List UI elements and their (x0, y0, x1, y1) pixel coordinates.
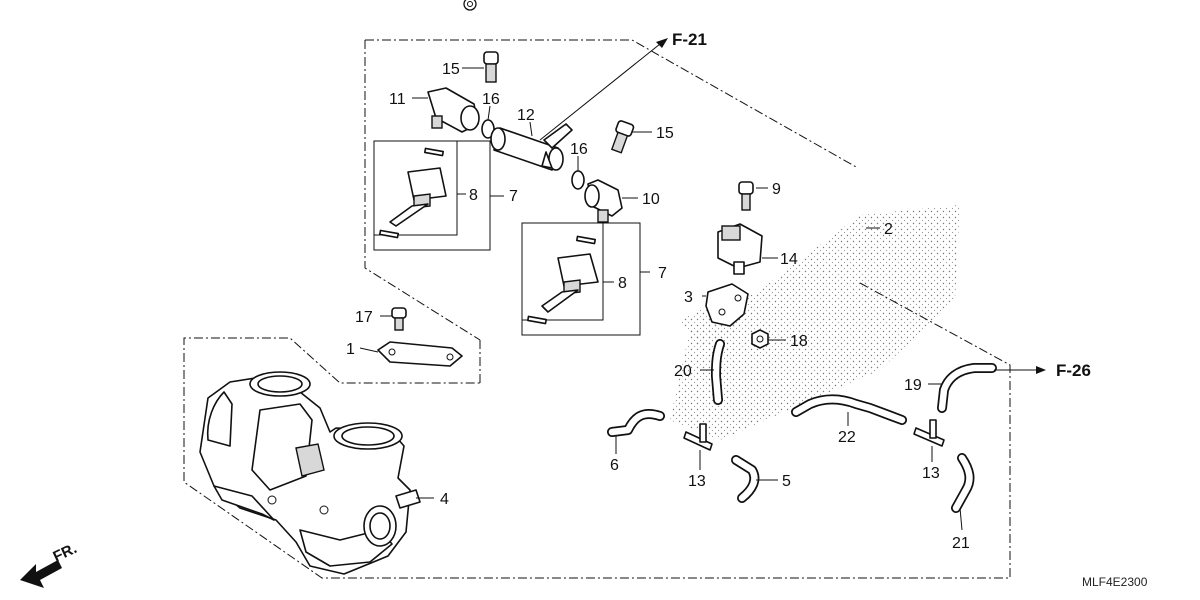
t-joint-13-right (913, 419, 945, 447)
hose-22 (791, 394, 907, 425)
callout-19: 19 (904, 377, 922, 394)
callout-10: 10 (642, 191, 660, 208)
reference-f21[interactable]: F-21 (672, 30, 707, 49)
injector-box-right (521, 222, 641, 336)
arrow-head-f21-icon (656, 38, 668, 48)
throttle-body-4 (199, 371, 421, 575)
hose-6 (607, 408, 665, 437)
callout-6: 6 (610, 457, 619, 474)
callout-8-left: 8 (469, 187, 478, 204)
injector-8-right (526, 235, 599, 325)
callout-22: 22 (838, 429, 856, 446)
callout-18: 18 (790, 333, 808, 350)
o-ring-16-lower (571, 170, 585, 190)
screw-9 (738, 181, 754, 211)
injector-8-left (378, 147, 447, 239)
front-marker-label: FR. (51, 540, 80, 566)
callout-17: 17 (355, 309, 373, 326)
connector-11 (427, 87, 480, 133)
callout-5: 5 (782, 473, 791, 490)
hose-5 (731, 455, 760, 503)
connector-10 (584, 179, 623, 223)
leader-lines (359, 43, 1040, 531)
hose-19 (937, 363, 997, 413)
injector-box-left (373, 140, 491, 251)
front-direction-arrow-icon (20, 560, 62, 588)
callout-13-right: 13 (922, 465, 940, 482)
nut-18 (751, 329, 769, 349)
callout-1: 1 (346, 341, 355, 358)
sensor-14 (717, 223, 763, 275)
callout-14: 14 (780, 251, 798, 268)
callout-15-lower: 15 (656, 125, 674, 142)
fuel-rail-12 (490, 123, 573, 171)
callout-7-left: 7 (509, 188, 518, 205)
callout-13-left: 13 (688, 473, 706, 490)
callout-11: 11 (389, 91, 406, 108)
callout-7-right: 7 (658, 265, 667, 282)
callout-9: 9 (772, 181, 781, 198)
arrow-head-f26-icon (1036, 366, 1046, 374)
callout-16-upper: 16 (482, 91, 500, 108)
callout-20: 20 (674, 363, 692, 380)
registration-mark-icon (463, 0, 477, 11)
callout-3: 3 (684, 289, 693, 306)
callout-8-right: 8 (618, 275, 627, 292)
bolt-15-upper (483, 51, 499, 83)
callout-12: 12 (517, 107, 535, 124)
callout-21: 21 (952, 535, 970, 552)
hose-21 (951, 453, 975, 513)
hose-20 (711, 339, 725, 405)
bolt-15-lower (610, 120, 635, 154)
diagram-code: MLF4E2300 (1082, 575, 1148, 589)
assembly-outline (183, 39, 1011, 579)
callout-16-lower: 16 (570, 141, 588, 158)
callout-15-upper: 15 (442, 61, 460, 78)
callout-4: 4 (440, 491, 449, 508)
bolt-17 (391, 307, 407, 331)
callout-2: 2 (884, 221, 893, 238)
t-joint-13-left (683, 423, 713, 451)
plate-1 (377, 341, 463, 367)
bracket-3 (705, 283, 749, 327)
reference-f26[interactable]: F-26 (1056, 361, 1091, 380)
